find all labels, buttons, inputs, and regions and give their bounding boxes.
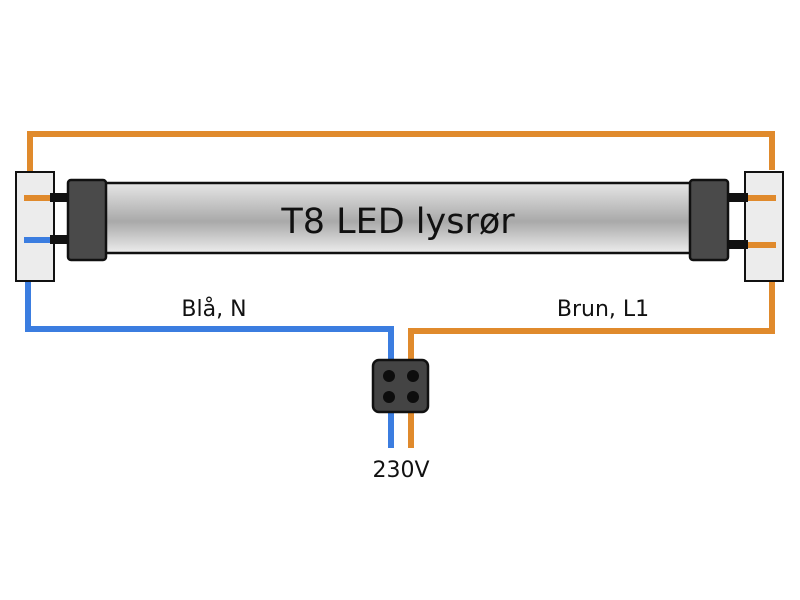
left-lamp-holder xyxy=(15,171,55,282)
tube-label: T8 LED lysrør xyxy=(280,202,515,242)
right-pin-bottom xyxy=(726,240,748,249)
neutral-wire-label: Blå, N xyxy=(181,296,246,322)
right-holder-live-bottom-terminal xyxy=(748,242,776,248)
right-holder-live-top-terminal xyxy=(748,195,776,201)
live-wire-top xyxy=(27,131,775,197)
connector-hole xyxy=(383,370,395,382)
live-wire-label: Brun, L1 xyxy=(557,297,649,322)
right-end-cap xyxy=(688,178,730,262)
live-wire-supply xyxy=(408,246,775,448)
right-pin-top xyxy=(726,193,748,202)
left-end-cap xyxy=(66,178,108,262)
left-pin-bottom xyxy=(50,235,70,244)
connector-hole xyxy=(383,391,395,403)
neutral-wire xyxy=(25,240,394,448)
left-pin-top xyxy=(50,193,70,202)
supply-voltage-label: 230V xyxy=(372,458,429,483)
left-holder-neutral-terminal xyxy=(24,237,52,243)
connector-hole xyxy=(407,391,419,403)
connector-hole xyxy=(407,370,419,382)
right-lamp-holder xyxy=(744,171,784,282)
terminal-connector xyxy=(371,358,430,414)
left-holder-live-terminal xyxy=(24,195,52,201)
connector-body xyxy=(371,358,430,414)
